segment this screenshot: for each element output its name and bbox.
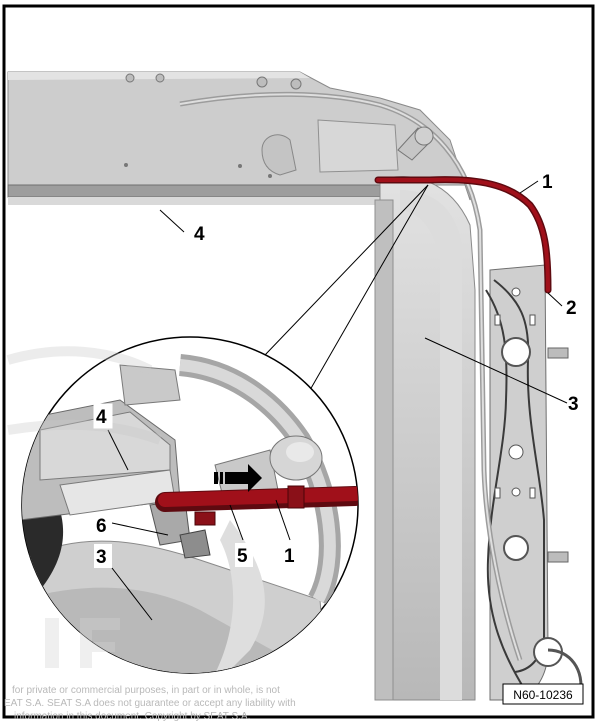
callout-bracket-right: 2 xyxy=(566,298,577,319)
callout-hose-outside: 1 xyxy=(542,172,553,193)
callout-pillar-right: 3 xyxy=(568,394,579,415)
direction-arrow xyxy=(225,464,262,492)
watermark-line-3: information in this document. Copyright … xyxy=(14,711,250,722)
watermark-line-1: for private or commercial purposes, in p… xyxy=(12,685,280,696)
callout-detail-union: 5 xyxy=(237,546,248,567)
watermark-line-2: EAT S.A. SEAT S.A does not guarantee or … xyxy=(4,698,296,709)
figure-ref: N60-10236 xyxy=(513,688,573,702)
callout-roof-rail-top: 4 xyxy=(194,224,205,245)
figure-ref-box xyxy=(502,683,584,705)
callout-detail-pillar: 3 xyxy=(96,547,107,568)
roof-rail-edge xyxy=(7,184,384,198)
roof-frame-main-view xyxy=(7,71,583,701)
callout-detail-clip: 6 xyxy=(96,516,107,537)
callout-detail-rail: 4 xyxy=(96,407,107,428)
watermark-logo xyxy=(6,346,162,668)
pillar-flange xyxy=(374,199,394,701)
callout-detail-hose: 1 xyxy=(284,546,295,567)
